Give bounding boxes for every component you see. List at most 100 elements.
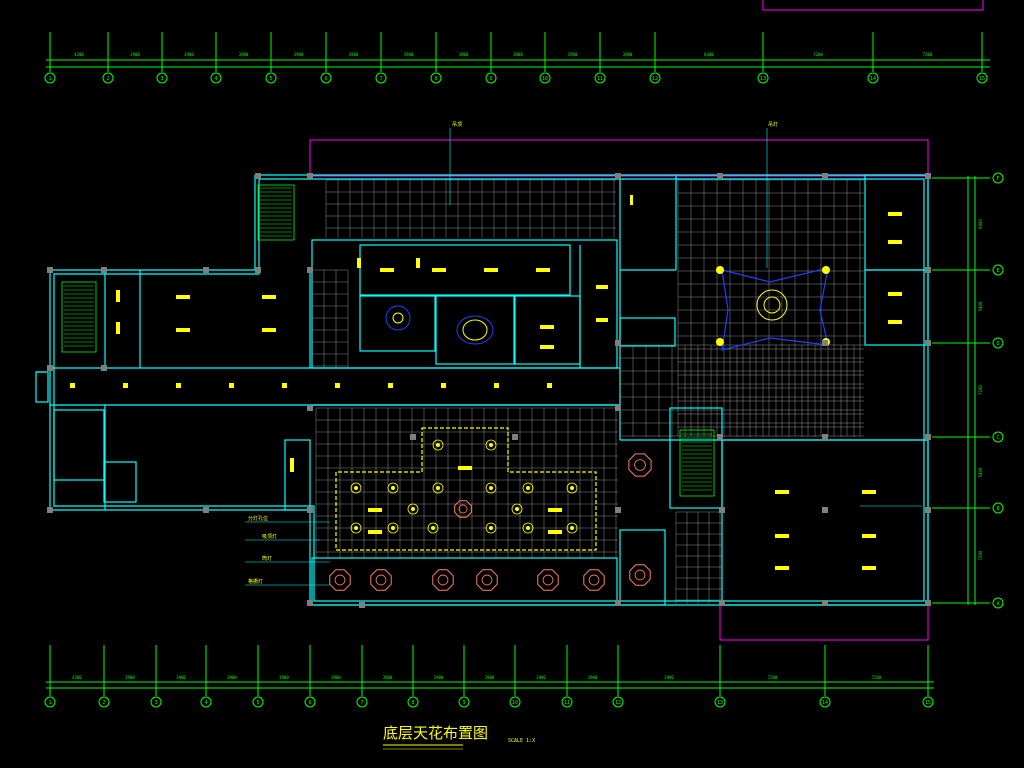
light-fixture <box>262 295 276 299</box>
downlight <box>350 482 362 494</box>
bottom-dimension-label: 4200 <box>72 675 82 680</box>
downlight-dot <box>431 526 435 530</box>
column <box>203 507 209 513</box>
bottom-axis-number: 12 <box>615 700 621 706</box>
right-axis-letter: D <box>996 341 999 347</box>
bottom-axis-number: 15 <box>925 700 931 706</box>
column <box>719 600 725 606</box>
downlight-dot <box>391 526 395 530</box>
right-dimension-label: 7200 <box>978 385 983 395</box>
top-axis-bubble <box>375 72 387 84</box>
top-axis-number: 8 <box>434 76 437 82</box>
bottom-axis-bubble <box>819 696 831 708</box>
octagon-lamp-core <box>437 574 449 586</box>
light-fixtures <box>70 195 902 570</box>
downlight <box>566 522 578 534</box>
bottom-dimension-label: 3900 <box>331 675 341 680</box>
column <box>101 267 107 273</box>
light-fixture <box>368 508 382 512</box>
right-axis-bubble <box>992 264 1004 276</box>
downlight-dot <box>526 486 530 490</box>
bottom-dimension-label: 3900 <box>485 675 495 680</box>
column <box>615 507 621 513</box>
octagon-lamp-core <box>634 459 646 471</box>
right-dimension-label: 5400 <box>978 301 983 311</box>
light-fixture <box>282 383 287 388</box>
downlight-dot <box>354 526 358 530</box>
octagon-lamp <box>454 500 472 518</box>
bottom-axis-number: 11 <box>564 700 570 706</box>
bottom-axis-bubble <box>407 696 419 708</box>
bottom-axis-bubble <box>561 696 573 708</box>
top-dimension-label: 3900 <box>404 52 414 57</box>
bottom-axis-bubble <box>509 696 521 708</box>
right-axis-letter: B <box>996 506 999 512</box>
round-ceiling-features <box>385 305 494 345</box>
downlight-dot <box>489 486 493 490</box>
light-fixture <box>888 320 902 324</box>
downlight <box>522 482 534 494</box>
bottom-axis-bubble <box>304 696 316 708</box>
bottom-axis-number: 9 <box>462 700 465 706</box>
bottom-axis-bubble <box>44 696 56 708</box>
downlight <box>387 482 399 494</box>
top-dimension-label: 7200 <box>813 52 823 57</box>
note-lower-4: 格栅灯 <box>248 578 263 585</box>
top-axis-bubble <box>539 72 551 84</box>
octagon-lamp <box>628 453 652 477</box>
light-fixture <box>540 345 554 349</box>
note-lower-1: 分灯孔位 <box>248 515 268 522</box>
column <box>203 267 209 273</box>
octagon-lamp <box>629 564 651 586</box>
bottom-dimension-label: 3900 <box>536 675 546 680</box>
light-fixture <box>775 566 789 570</box>
light-fixture <box>176 328 190 332</box>
right-axis-bubble <box>992 502 1004 514</box>
octagon-lamp-core <box>542 574 554 586</box>
bottom-axis-bubble <box>150 696 162 708</box>
bottom-dimension-label: 3900 <box>434 675 444 680</box>
light-fixture <box>388 383 393 388</box>
right-axis-bubble <box>992 337 1004 349</box>
light-fixture <box>416 258 420 268</box>
stairs-upper-left <box>61 184 715 497</box>
light-fixture <box>630 195 633 205</box>
column <box>925 434 931 440</box>
light-fixture <box>548 530 562 534</box>
column <box>925 173 931 179</box>
top-dimension-label: 3900 <box>184 52 194 57</box>
top-dimension-label: 3900 <box>459 52 469 57</box>
octagon-lamp <box>476 569 498 591</box>
column <box>719 507 725 513</box>
bottom-axis-number: 13 <box>717 700 723 706</box>
column <box>925 267 931 273</box>
light-fixture <box>548 508 562 512</box>
downlight <box>485 482 497 494</box>
top-axis-bubble <box>485 72 497 84</box>
top-axis-bubble <box>757 72 769 84</box>
light-fixture <box>335 383 340 388</box>
light-fixture <box>432 268 446 272</box>
bottom-axis-bubble <box>714 696 726 708</box>
column <box>307 600 313 606</box>
bottom-dimension-label: 3900 <box>176 675 186 680</box>
top-axis-number: 12 <box>652 76 658 82</box>
downlight <box>511 503 523 515</box>
banquet-ceiling-outline <box>335 427 597 551</box>
downlight-dot <box>570 486 574 490</box>
top-axis-number: 6 <box>324 76 327 82</box>
annotation-text: 吊顶 吊灯 分灯孔位 吸顶灯 筒灯 格栅灯 <box>248 121 778 585</box>
light-fixture <box>380 268 394 272</box>
bottom-axis-number: 2 <box>102 700 105 706</box>
octagon-lamp <box>583 569 605 591</box>
top-dimension-label: 7200 <box>923 52 933 57</box>
top-axis-number: 3 <box>160 76 163 82</box>
bottom-axis-number: 14 <box>822 700 828 706</box>
top-axis-bubble <box>156 72 168 84</box>
top-dimension-label: 3900 <box>568 52 578 57</box>
octagon-lamp <box>432 569 454 591</box>
stair-treads <box>64 187 712 491</box>
right-axis-bubble <box>992 431 1004 443</box>
top-axis-number: 11 <box>597 76 603 82</box>
top-axis-number: 2 <box>106 76 109 82</box>
